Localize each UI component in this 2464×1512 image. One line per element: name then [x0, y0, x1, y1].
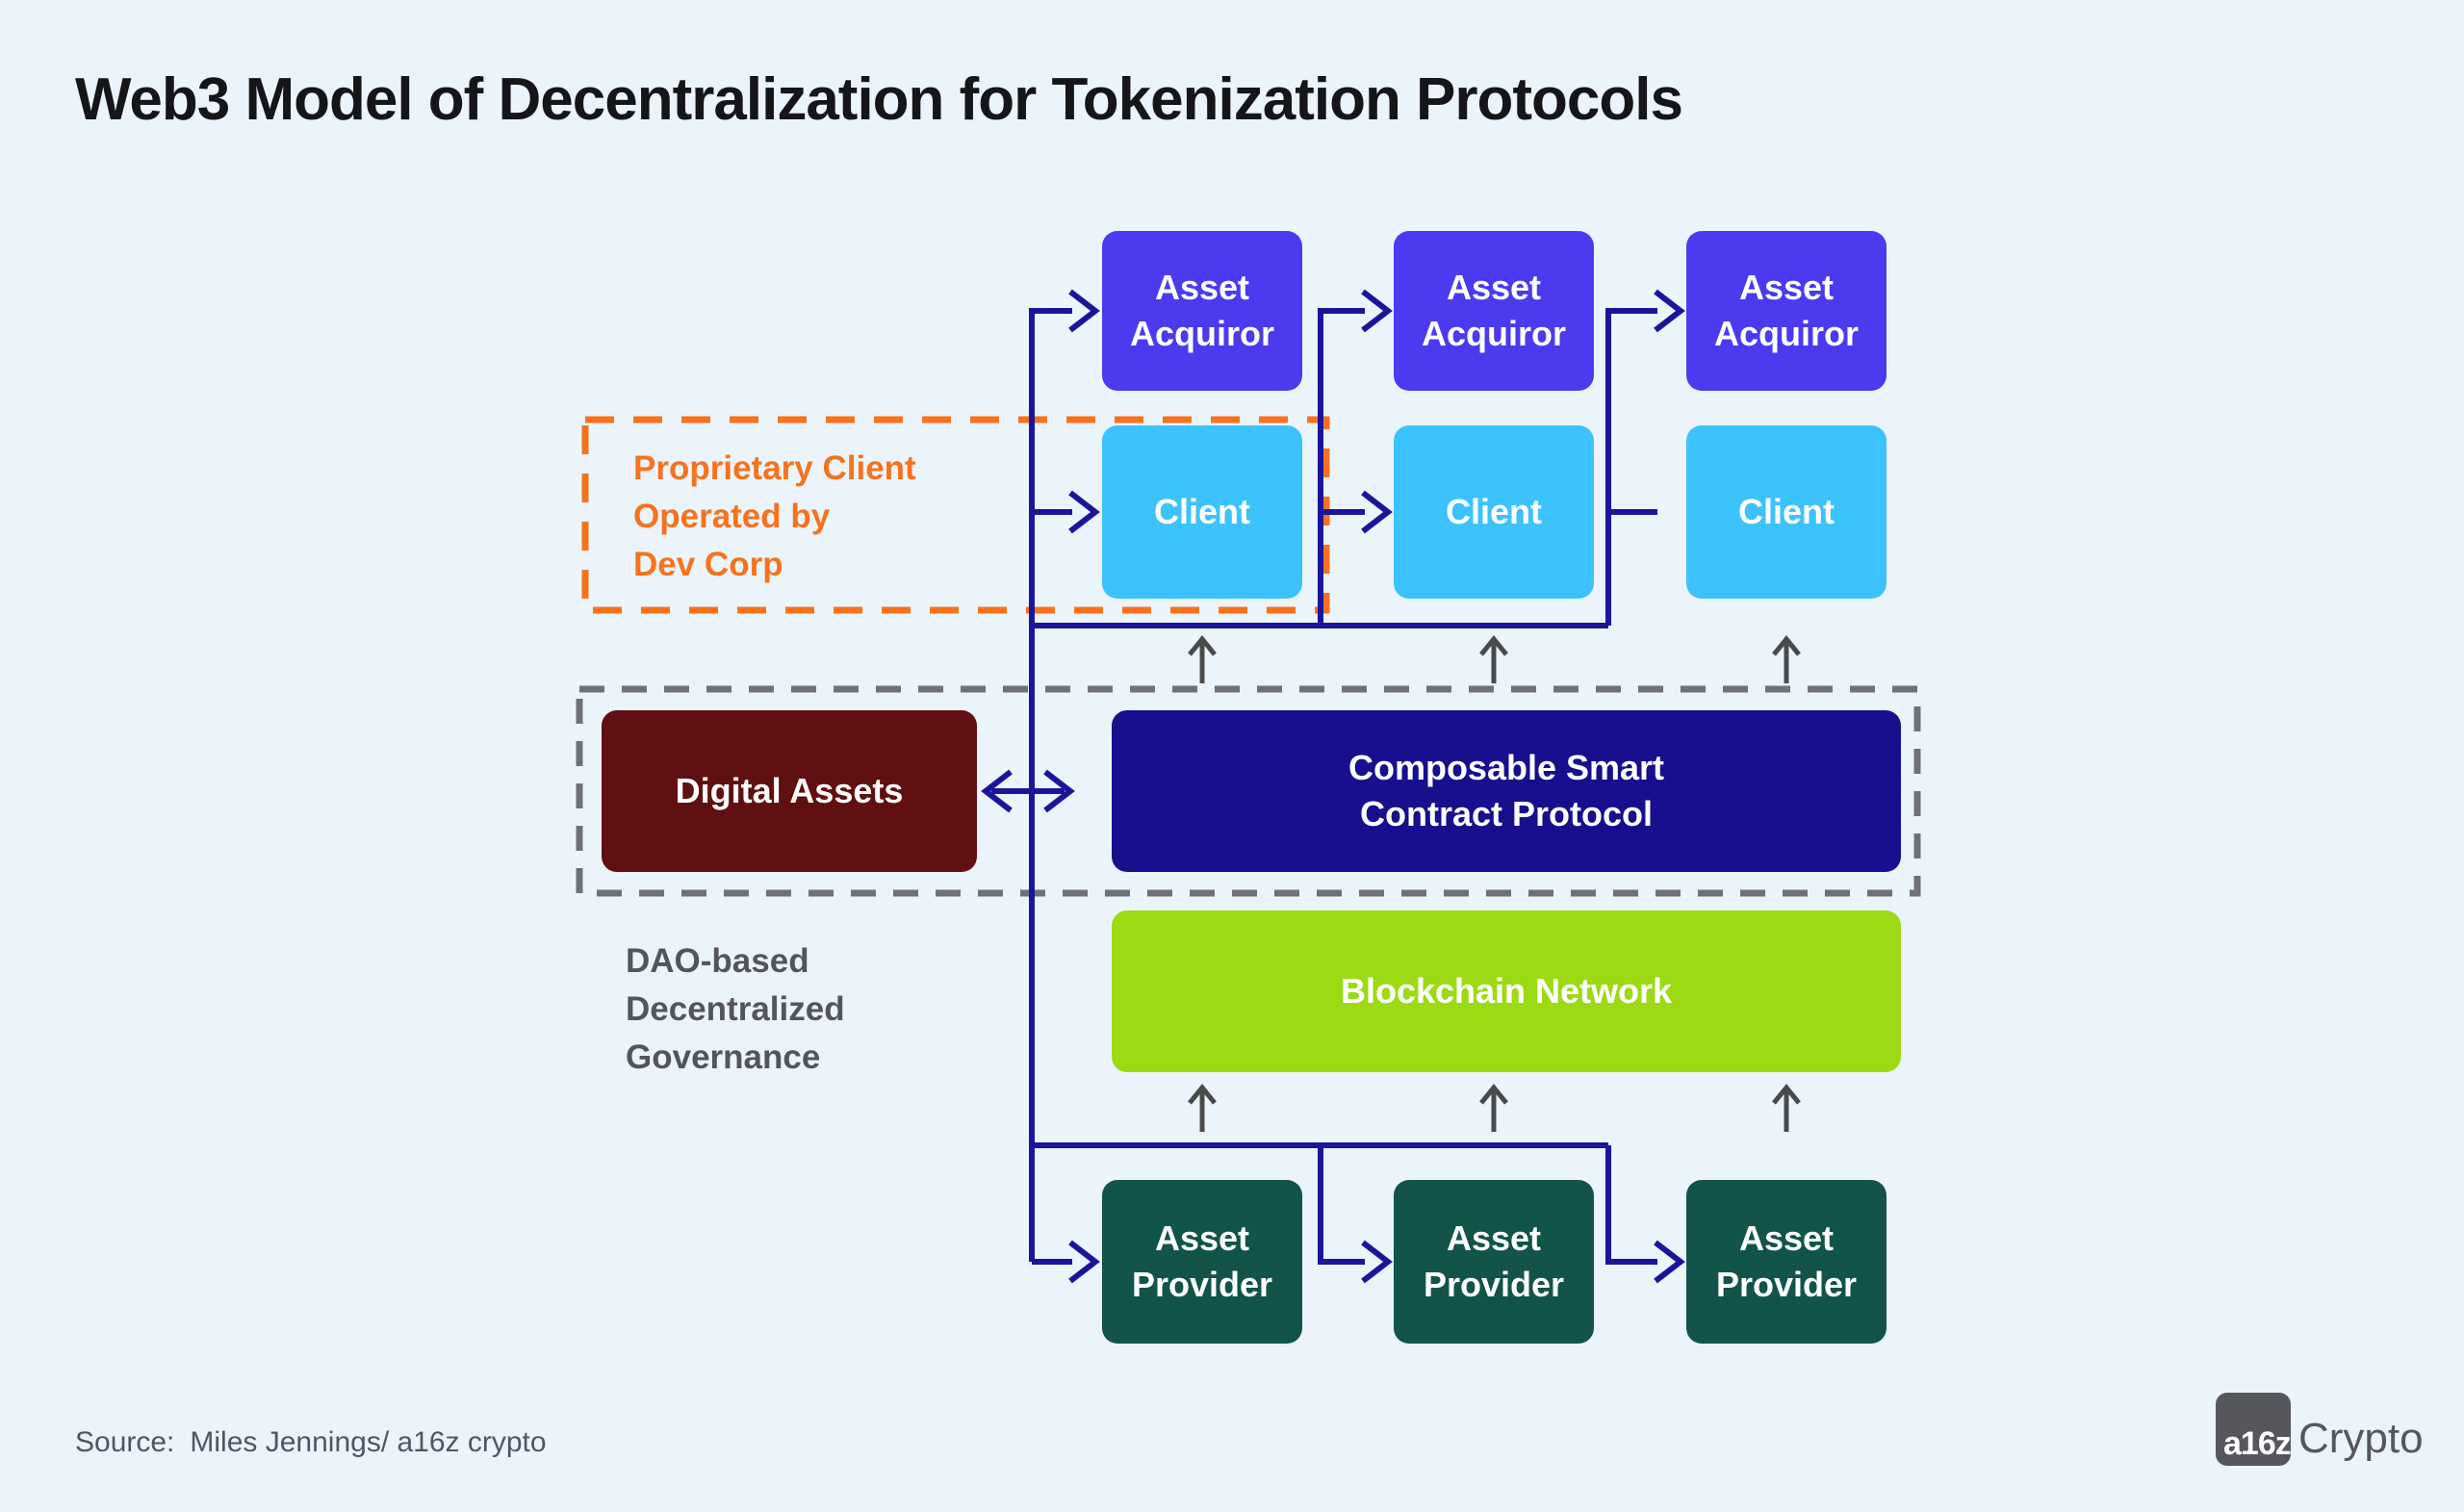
arrowhead — [1654, 1240, 1685, 1284]
a16z-crypto-logo: a16z Crypto — [2216, 1393, 2424, 1466]
asset-acquiror-box-3: Asset Acquiror — [1686, 231, 1886, 391]
note-line: DAO-based — [626, 942, 809, 980]
smart-contract-protocol-box: Composable Smart Contract Protocol — [1112, 710, 1901, 872]
note-line: Decentralized — [626, 990, 845, 1028]
crypto-logo-text: Crypto — [2298, 1415, 2424, 1462]
arrowhead — [1361, 289, 1393, 333]
asset-provider-box-2: Asset Provider — [1394, 1180, 1594, 1344]
dao-dashed-frame — [576, 685, 1921, 897]
proprietary-client-note: Proprietary Client Operated by Dev Corp — [633, 445, 916, 589]
dao-governance-note: DAO-based Decentralized Governance — [626, 937, 845, 1082]
asset-provider-box-1: Asset Provider — [1102, 1180, 1302, 1344]
arrowhead — [1361, 490, 1393, 534]
asset-provider-box-3: Asset Provider — [1686, 1180, 1886, 1344]
arrowhead — [1043, 769, 1075, 813]
protocol-label-line1: Composable Smart — [1348, 748, 1665, 788]
digital-assets-box: Digital Assets — [602, 710, 977, 872]
arrowhead — [1654, 289, 1685, 333]
source-value: Miles Jennings/ a16z crypto — [190, 1426, 547, 1458]
asset-provider-label: Asset Provider — [1423, 1218, 1565, 1304]
asset-provider-label: Asset Provider — [1715, 1218, 1858, 1304]
client-box-1: Client — [1102, 425, 1302, 599]
arrowhead — [1068, 1240, 1100, 1284]
client-label: Client — [1445, 492, 1542, 532]
source-credit: Source: Miles Jennings/ a16z crypto — [75, 1426, 547, 1459]
a16z-logo-mark: a16z — [2223, 1425, 2292, 1462]
asset-acquiror-box-1: Asset Acquiror — [1102, 231, 1302, 391]
client-box-3: Client — [1686, 425, 1886, 599]
a16z-logo-square: a16z — [2216, 1393, 2292, 1466]
asset-acquiror-label: Asset Acquiror — [1421, 268, 1566, 353]
client-label: Client — [1153, 492, 1250, 532]
blockchain-network-box: Blockchain Network — [1112, 910, 1901, 1072]
digital-assets-label: Digital Assets — [675, 771, 904, 811]
navy-connectors — [981, 289, 1685, 1284]
asset-acquiror-label: Asset Acquiror — [1129, 268, 1274, 353]
arrowhead — [1361, 1240, 1393, 1284]
page-title: Web3 Model of Decentralization for Token… — [75, 66, 1683, 133]
source-label: Source: — [75, 1426, 175, 1458]
arrowhead — [1068, 490, 1100, 534]
arrowhead — [981, 769, 1013, 813]
asset-acquiror-box-2: Asset Acquiror — [1394, 231, 1594, 391]
note-line: Dev Corp — [633, 546, 783, 583]
asset-acquiror-label: Asset Acquiror — [1713, 268, 1859, 353]
client-label: Client — [1737, 492, 1835, 532]
client-box-2: Client — [1394, 425, 1594, 599]
blockchain-network-label: Blockchain Network — [1340, 971, 1673, 1012]
note-line: Operated by — [633, 498, 831, 535]
asset-provider-label: Asset Provider — [1131, 1218, 1273, 1304]
arrowhead — [1068, 289, 1100, 333]
gray-up-arrows — [1188, 635, 1801, 1132]
protocol-label-line2: Contract Protocol — [1359, 794, 1653, 833]
note-line: Proprietary Client — [633, 449, 916, 487]
note-line: Governance — [626, 1038, 821, 1076]
